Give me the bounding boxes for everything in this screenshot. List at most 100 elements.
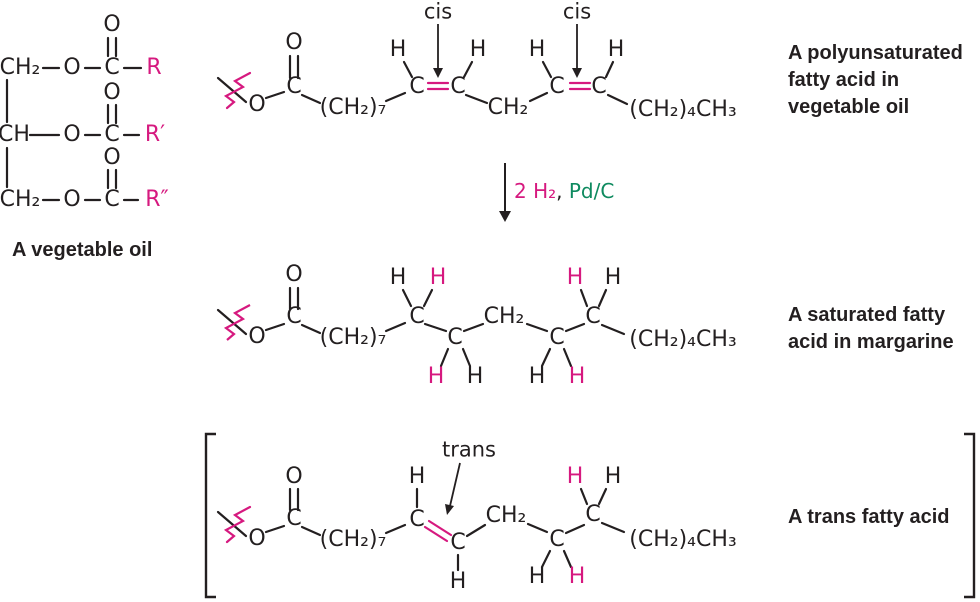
atom-hydrogen-added: H bbox=[566, 265, 584, 290]
caption-line: fatty acid in bbox=[788, 69, 900, 91]
bond bbox=[564, 322, 586, 333]
bond bbox=[264, 524, 286, 534]
trans-arrow bbox=[445, 462, 461, 515]
bond bbox=[606, 93, 629, 106]
polyunsaturated-pink-marks bbox=[223, 71, 592, 110]
caption-saturated: A saturated fatty acid in margarine bbox=[788, 302, 954, 356]
backbone-ch2: CH₂ bbox=[0, 55, 41, 80]
saturated-pink-marks bbox=[223, 304, 251, 341]
atom-hydrogen: H bbox=[469, 37, 487, 62]
atom-carbonyl-oxygen: O bbox=[285, 30, 303, 55]
chain-ch2-7: (CH₂)₇ bbox=[319, 527, 387, 552]
cis-label: cis bbox=[423, 0, 453, 24]
bond bbox=[597, 487, 608, 506]
bond bbox=[300, 323, 322, 335]
caption-trans: A trans fatty acid bbox=[788, 506, 950, 528]
bond bbox=[402, 60, 414, 79]
brackets bbox=[204, 432, 976, 599]
squiggle-break-icon bbox=[223, 505, 252, 544]
atom-carbon: C bbox=[409, 304, 425, 329]
bond bbox=[541, 60, 553, 79]
chain-tail: (CH₂)₄CH₃ bbox=[629, 97, 737, 122]
atom-hydrogen: H bbox=[528, 564, 546, 589]
caption-line: A polyunsaturated bbox=[788, 42, 963, 64]
chain-ch2: CH₂ bbox=[487, 95, 529, 120]
chain-tail: (CH₂)₄CH₃ bbox=[629, 527, 737, 552]
atom-hydrogen: H bbox=[528, 364, 546, 389]
reaction-arrowhead-icon bbox=[499, 211, 511, 222]
bond bbox=[600, 323, 626, 336]
atom-hydrogen: H bbox=[466, 364, 484, 389]
atom-alkene-carbon: C bbox=[591, 74, 607, 99]
bond bbox=[525, 322, 549, 333]
atom-o-ester: O bbox=[248, 526, 266, 551]
bond bbox=[461, 347, 472, 368]
atom-alkene-carbon: C bbox=[450, 530, 466, 555]
bond bbox=[462, 60, 474, 79]
atom-hydrogen: H bbox=[528, 37, 546, 62]
bond bbox=[464, 93, 489, 105]
chain-tail: (CH₂)₄CH₃ bbox=[629, 327, 737, 352]
atom-carbon: C bbox=[549, 527, 565, 552]
squiggle-base-bond bbox=[216, 76, 248, 104]
bond bbox=[579, 288, 589, 308]
atom-o-ester: O bbox=[248, 324, 266, 349]
atom-alkene-carbon: C bbox=[549, 74, 565, 99]
bond bbox=[423, 322, 448, 333]
atom-carbon: C bbox=[549, 325, 565, 350]
atom-o-ester: O bbox=[63, 122, 81, 147]
bond bbox=[384, 523, 407, 535]
atom-hydrogen: H bbox=[449, 569, 467, 594]
backbone-ch2: CH₂ bbox=[0, 187, 41, 212]
cis-arrowhead-icon bbox=[433, 68, 443, 78]
bond bbox=[528, 91, 549, 103]
bond bbox=[562, 549, 573, 569]
vegetable-oil-bonds bbox=[5, 36, 143, 202]
bond bbox=[600, 521, 626, 534]
reagent-catalyst: Pd/C bbox=[568, 179, 615, 203]
bond bbox=[300, 93, 322, 105]
bracket-left bbox=[204, 432, 216, 599]
atom-carbonyl-carbon: C bbox=[286, 506, 302, 531]
cis-arrows bbox=[433, 24, 582, 78]
polyunsaturated-bonds bbox=[216, 54, 629, 106]
atom-alkene-carbon: C bbox=[450, 74, 466, 99]
cis-label: cis bbox=[562, 0, 592, 24]
atom-carbon: C bbox=[447, 325, 463, 350]
trans-bonds bbox=[216, 487, 626, 572]
chain-ch2: CH₂ bbox=[483, 304, 525, 329]
chain-ch2: CH₂ bbox=[485, 503, 527, 528]
bond bbox=[564, 523, 586, 535]
squiggle-break-icon bbox=[223, 304, 251, 341]
bond bbox=[462, 322, 485, 333]
atom-carbonyl-carbon: C bbox=[104, 187, 120, 212]
atom-carbon: C bbox=[585, 304, 601, 329]
r-prime-group: R′ bbox=[144, 122, 166, 147]
caption-line: A saturated fatty bbox=[788, 304, 946, 326]
atom-hydrogen: H bbox=[604, 265, 622, 290]
reaction-arrow bbox=[499, 163, 511, 222]
bond bbox=[384, 91, 407, 103]
r-group: R bbox=[146, 55, 162, 80]
reaction-conditions: 2 H₂, Pd/C bbox=[514, 179, 614, 203]
caption-vegetable-oil: A vegetable oil bbox=[12, 239, 153, 261]
atom-alkene-carbon: C bbox=[409, 74, 425, 99]
trans-label: trans bbox=[442, 437, 496, 462]
squiggle-base-bond bbox=[216, 308, 248, 336]
atom-hydrogen: H bbox=[389, 37, 407, 62]
bond bbox=[422, 288, 434, 308]
atom-hydrogen: H bbox=[607, 37, 625, 62]
reagent-comma: , bbox=[556, 179, 563, 203]
atom-hydrogen: H bbox=[389, 265, 407, 290]
atom-hydrogen-added: H bbox=[429, 265, 447, 290]
atom-carbonyl-carbon: C bbox=[286, 304, 302, 329]
bond bbox=[540, 347, 552, 368]
caption-polyunsaturated: A polyunsaturated fatty acid in vegetabl… bbox=[788, 40, 963, 121]
atom-hydrogen-added: H bbox=[568, 564, 586, 589]
atom-carbonyl-oxygen: O bbox=[103, 80, 121, 105]
bond bbox=[540, 549, 552, 569]
atom-hydrogen-added: H bbox=[566, 464, 584, 489]
atom-hydrogen-added: H bbox=[427, 364, 445, 389]
